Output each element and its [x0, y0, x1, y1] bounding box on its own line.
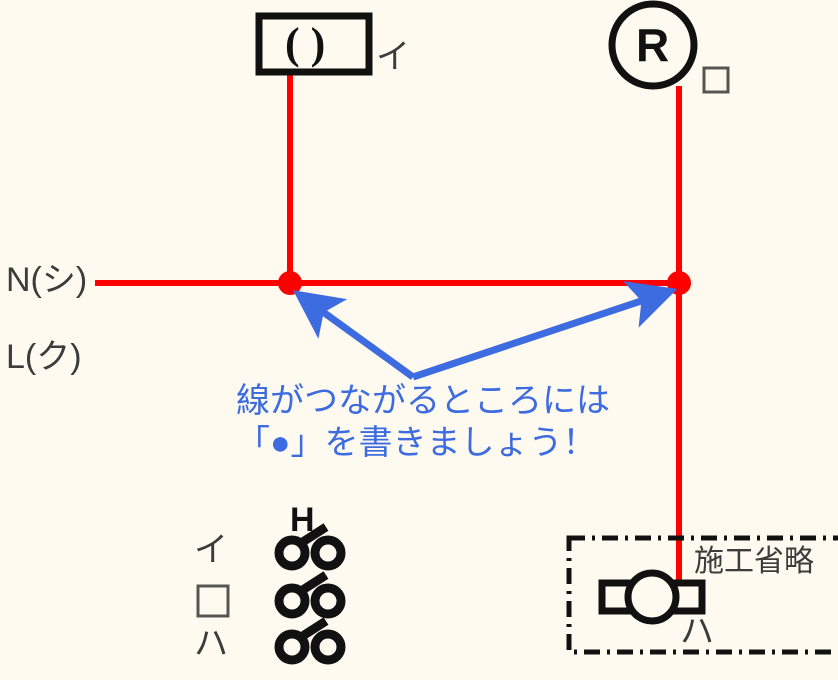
annotation-arrow-left	[293, 290, 416, 380]
junction-dot-right	[667, 271, 691, 295]
annotation-line-1: 線がつながるところには	[236, 382, 610, 420]
legend-switch-symbol-2	[274, 617, 346, 665]
annotation-line-2: 「●」を書きましょう！	[236, 424, 597, 462]
live-power-label: L(ク)	[6, 338, 82, 376]
omitted-construction-label: 施工省略	[694, 545, 814, 578]
lamp-box-inner-label: ( )	[285, 19, 326, 68]
legend-badge-0: H	[290, 501, 315, 539]
annotation-arrow-right	[411, 281, 678, 381]
fluorescent-marker-label: ハ	[680, 613, 714, 651]
legend-switch-symbol-0	[274, 523, 346, 571]
legend-switch-symbol-1	[274, 571, 346, 619]
omitted-construction-box	[566, 535, 838, 655]
receptacle-letter-label: R	[636, 19, 670, 71]
lamp-box-symbol	[255, 12, 373, 76]
legend-marker-2: ハ	[194, 625, 228, 663]
junction-dot-left	[278, 271, 302, 295]
neutral-power-label: N(シ)	[6, 261, 88, 299]
legend-marker-0: イ	[194, 531, 228, 569]
receptacle-marker-square	[702, 66, 730, 94]
lamp-box-marker-label: イ	[376, 38, 410, 76]
fluorescent-fixture-symbol	[598, 569, 706, 625]
receptacle-circle-symbol	[608, 0, 698, 90]
legend-marker-square-ro	[196, 584, 230, 618]
